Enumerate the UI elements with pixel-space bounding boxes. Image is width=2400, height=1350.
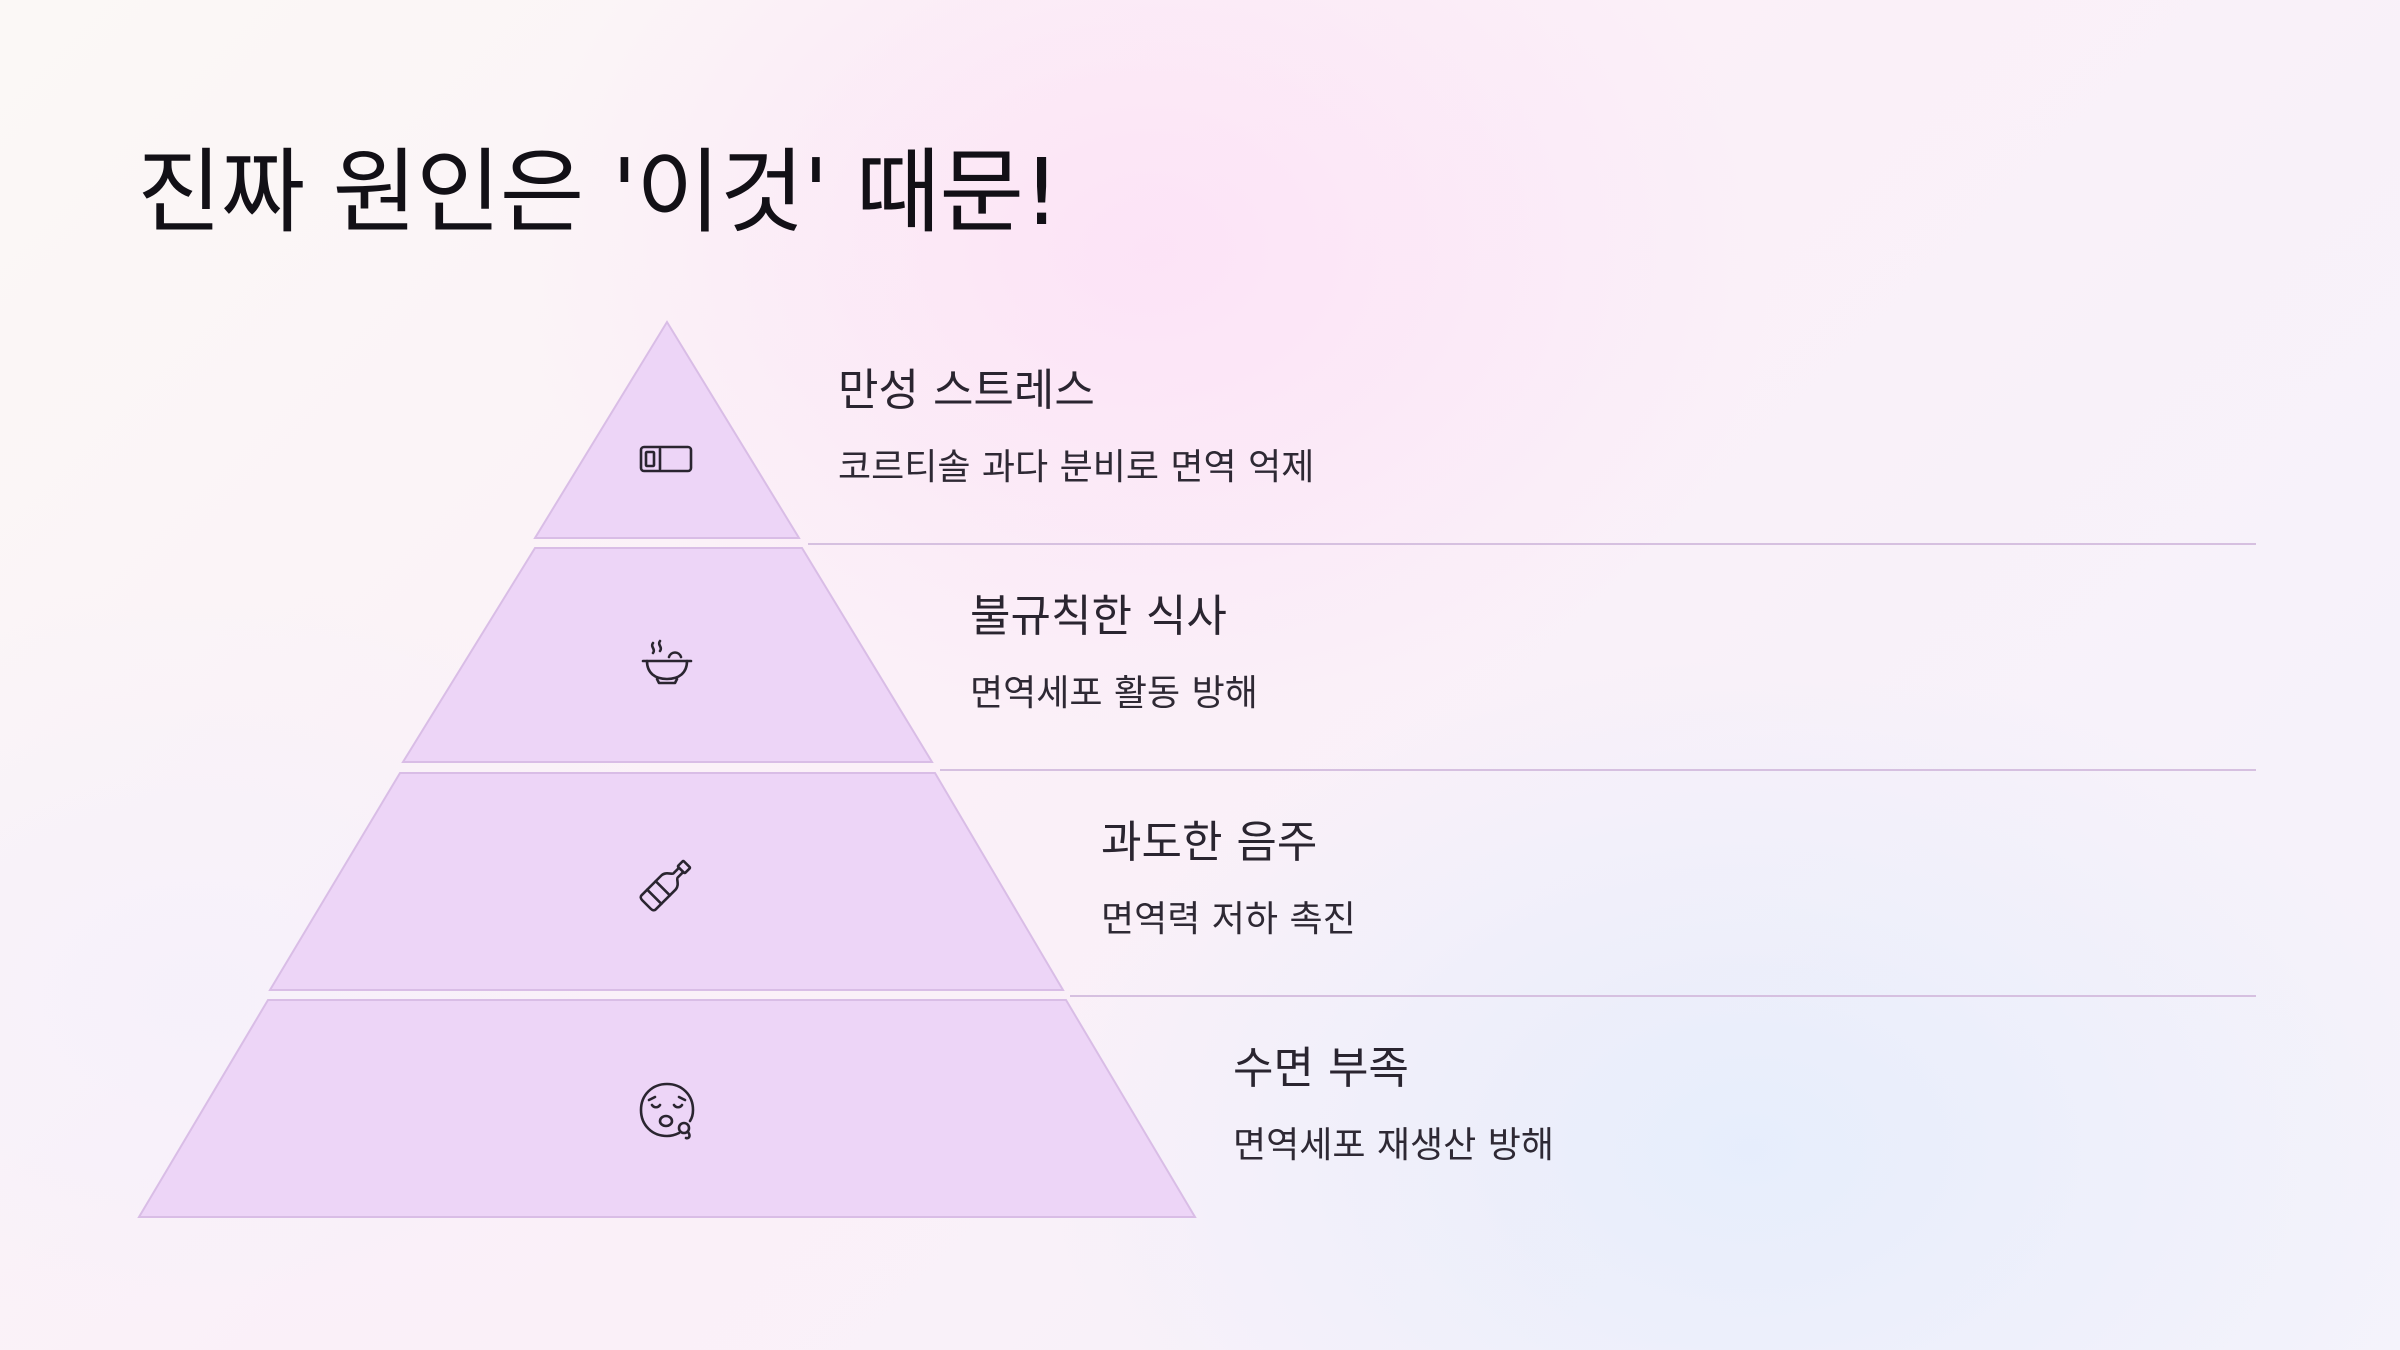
steaming-bowl-icon xyxy=(635,627,699,691)
sleepy-face-icon xyxy=(635,1078,699,1142)
level-2-description: 면역세포 활동 방해 xyxy=(970,673,1258,714)
page-title: 진짜 원인은 '이것' 때문! xyxy=(137,139,1060,246)
battery-low-icon xyxy=(635,425,699,489)
level-3-title: 과도한 음주 xyxy=(1101,817,1318,868)
level-4-description: 면역세포 재생산 방해 xyxy=(1233,1125,1554,1166)
pyramid-level-1 xyxy=(533,320,801,539)
level-1-description: 코르티솔 과다 분비로 면역 억제 xyxy=(838,447,1315,488)
pyramid-level-3 xyxy=(268,772,1065,991)
pyramid-level-2 xyxy=(401,547,934,763)
level-2-title: 불규칙한 식사 xyxy=(970,591,1227,642)
bottle-icon xyxy=(635,852,699,916)
pyramid-level-4 xyxy=(137,999,1197,1218)
level-4-title: 수면 부족 xyxy=(1233,1043,1409,1094)
level-3-description: 면역력 저하 촉진 xyxy=(1101,899,1356,940)
level-1-title: 만성 스트레스 xyxy=(838,365,1095,416)
